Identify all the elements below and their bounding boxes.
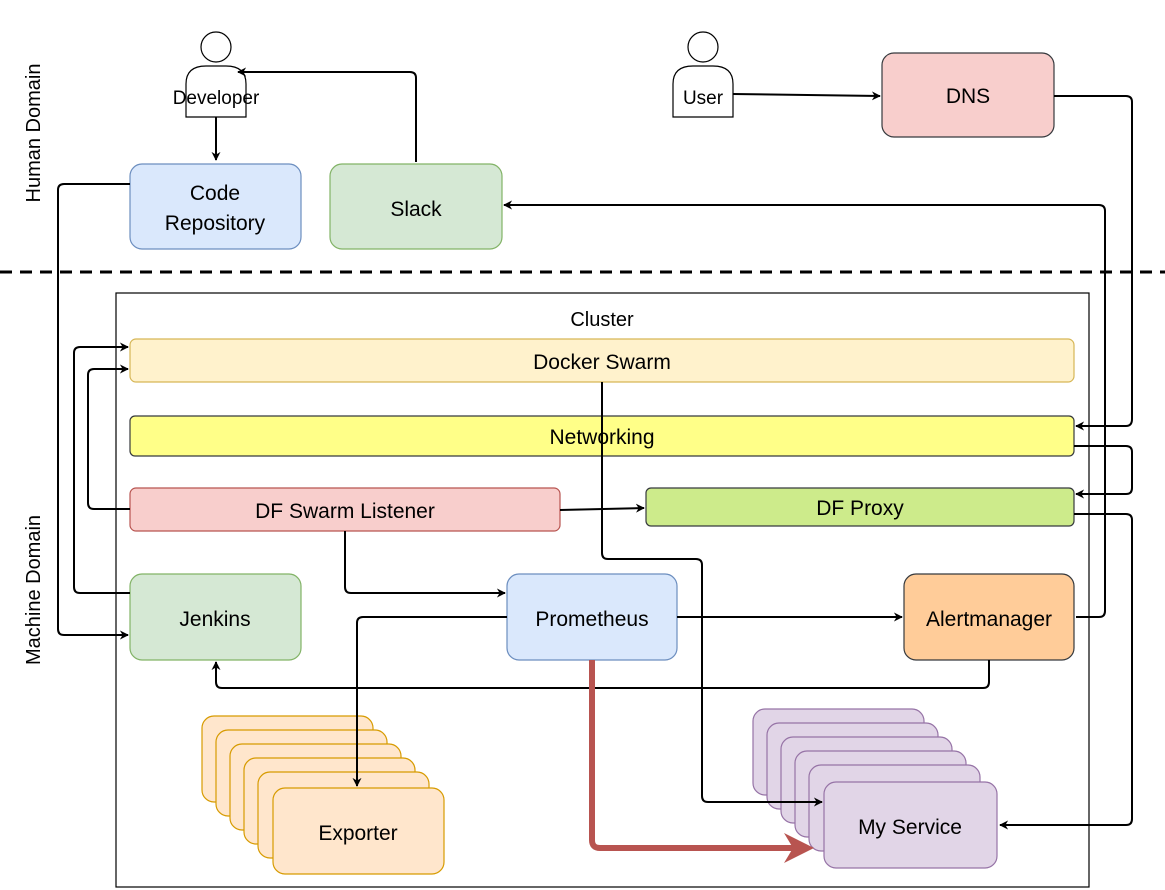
jenkins-label: Jenkins xyxy=(179,608,250,631)
arrow-code-repo-to-jenkins xyxy=(57,183,130,640)
slack-node[interactable]: Slack xyxy=(329,163,503,250)
user-actor: User xyxy=(672,31,734,118)
prometheus-node[interactable]: Prometheus xyxy=(506,573,678,661)
user-body-icon xyxy=(672,65,734,118)
arrow-df-swarm-listener-to-prometheus xyxy=(344,531,506,598)
dns-label: DNS xyxy=(946,85,990,108)
cluster-container xyxy=(115,292,1090,888)
arrow-dns-to-networking xyxy=(1054,95,1133,431)
my-service-stack[interactable]: My Service xyxy=(752,708,998,869)
alertmanager-node[interactable]: Alertmanager xyxy=(903,573,1075,661)
code-repository-node[interactable]: Code Repository xyxy=(129,163,302,250)
exporter-stack[interactable]: Exporter xyxy=(201,715,445,875)
arrow-user-to-dns xyxy=(732,91,881,101)
jenkins-node[interactable]: Jenkins xyxy=(129,573,302,661)
developer-head-icon xyxy=(200,31,232,63)
df-swarm-listener-label: DF Swarm Listener xyxy=(255,500,435,523)
arrow-networking-to-df-proxy xyxy=(1074,445,1133,499)
arrow-alertmanager-to-jenkins xyxy=(211,660,990,689)
exporter-label: Exporter xyxy=(318,822,397,845)
arrow-df-swarm-listener-to-docker-swarm xyxy=(87,364,130,510)
code-repository-label-line1: Code xyxy=(190,182,240,205)
docker-swarm-node[interactable]: Docker Swarm xyxy=(129,338,1075,383)
arrow-jenkins-to-docker-swarm xyxy=(73,342,130,594)
developer-actor: Developer xyxy=(173,31,260,118)
dns-node[interactable]: DNS xyxy=(881,52,1055,138)
developer-label: Developer xyxy=(173,88,260,109)
prometheus-label: Prometheus xyxy=(535,608,648,631)
user-label: User xyxy=(683,88,724,109)
arrow-alertmanager-to-slack xyxy=(503,200,1106,618)
df-proxy-label: DF Proxy xyxy=(816,497,904,520)
df-proxy-node[interactable]: DF Proxy xyxy=(645,487,1075,527)
docker-swarm-label: Docker Swarm xyxy=(533,351,671,374)
machine-domain-label: Machine Domain xyxy=(23,515,45,665)
code-repository-label-line2: Repository xyxy=(165,212,266,235)
human-domain-label: Human Domain xyxy=(23,64,45,203)
arrow-df-proxy-to-my-service xyxy=(999,513,1133,830)
arrow-docker-swarm-to-my-service xyxy=(601,382,823,807)
slack-label: Slack xyxy=(390,198,442,221)
cluster-label: Cluster xyxy=(570,309,634,331)
arrow-prometheus-to-exporter xyxy=(352,616,507,787)
arrow-slack-to-developer xyxy=(237,67,417,162)
user-head-icon xyxy=(687,31,719,63)
alertmanager-label: Alertmanager xyxy=(926,608,1052,631)
arrow-prometheus-to-my-service-highlight xyxy=(589,660,814,863)
developer-body-icon xyxy=(185,65,247,118)
df-swarm-listener-node[interactable]: DF Swarm Listener xyxy=(129,487,561,532)
my-service-label: My Service xyxy=(858,816,962,839)
